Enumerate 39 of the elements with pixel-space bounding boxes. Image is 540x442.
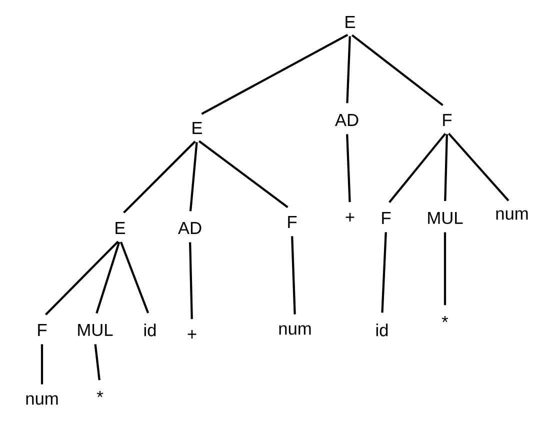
tree-symbol: +	[346, 213, 354, 222]
tree-symbol: F	[288, 216, 297, 228]
tree-symbol: *	[442, 316, 448, 322]
tree-symbol: F	[38, 324, 47, 336]
tree-branch	[123, 140, 196, 214]
tree-branch	[120, 242, 150, 314]
tree-branch	[291, 236, 296, 314]
tree-symbol: F	[382, 212, 391, 224]
tree-branch	[40, 344, 44, 384]
tree-branch	[444, 232, 446, 306]
tree-symbol: E	[116, 222, 126, 234]
tree-branch	[45, 240, 119, 316]
tree-branch	[346, 134, 351, 202]
tree-symbol: num	[496, 210, 528, 220]
tree-symbol: +	[188, 330, 196, 338]
tree-branch	[448, 132, 510, 202]
tree-symbol: E	[192, 122, 202, 134]
tree-branch	[189, 242, 193, 320]
tree-branch	[94, 344, 100, 380]
tree-branch	[96, 242, 120, 314]
tree-symbol: id	[376, 324, 388, 336]
tree-symbol: id	[144, 324, 156, 336]
tree-symbol: AD	[178, 222, 202, 234]
tree-symbol: MUL	[78, 324, 113, 336]
tree-branch	[198, 140, 288, 208]
tree-symbol: *	[96, 391, 104, 398]
tree-branch	[351, 34, 444, 106]
tree-branch	[201, 34, 348, 115]
tree-branch	[381, 232, 387, 313]
tree-symbol: E	[346, 16, 356, 28]
tree-branch	[189, 142, 198, 212]
tree-branch	[444, 134, 448, 202]
tree-branch	[388, 132, 446, 203]
tree-symbol: AD	[335, 114, 358, 126]
tree-symbol: MUL	[428, 212, 463, 224]
tree-symbol: num	[279, 325, 311, 335]
tree-symbol: F	[443, 114, 452, 126]
tree-branch	[346, 36, 351, 104]
tree-symbol: num	[26, 395, 58, 405]
